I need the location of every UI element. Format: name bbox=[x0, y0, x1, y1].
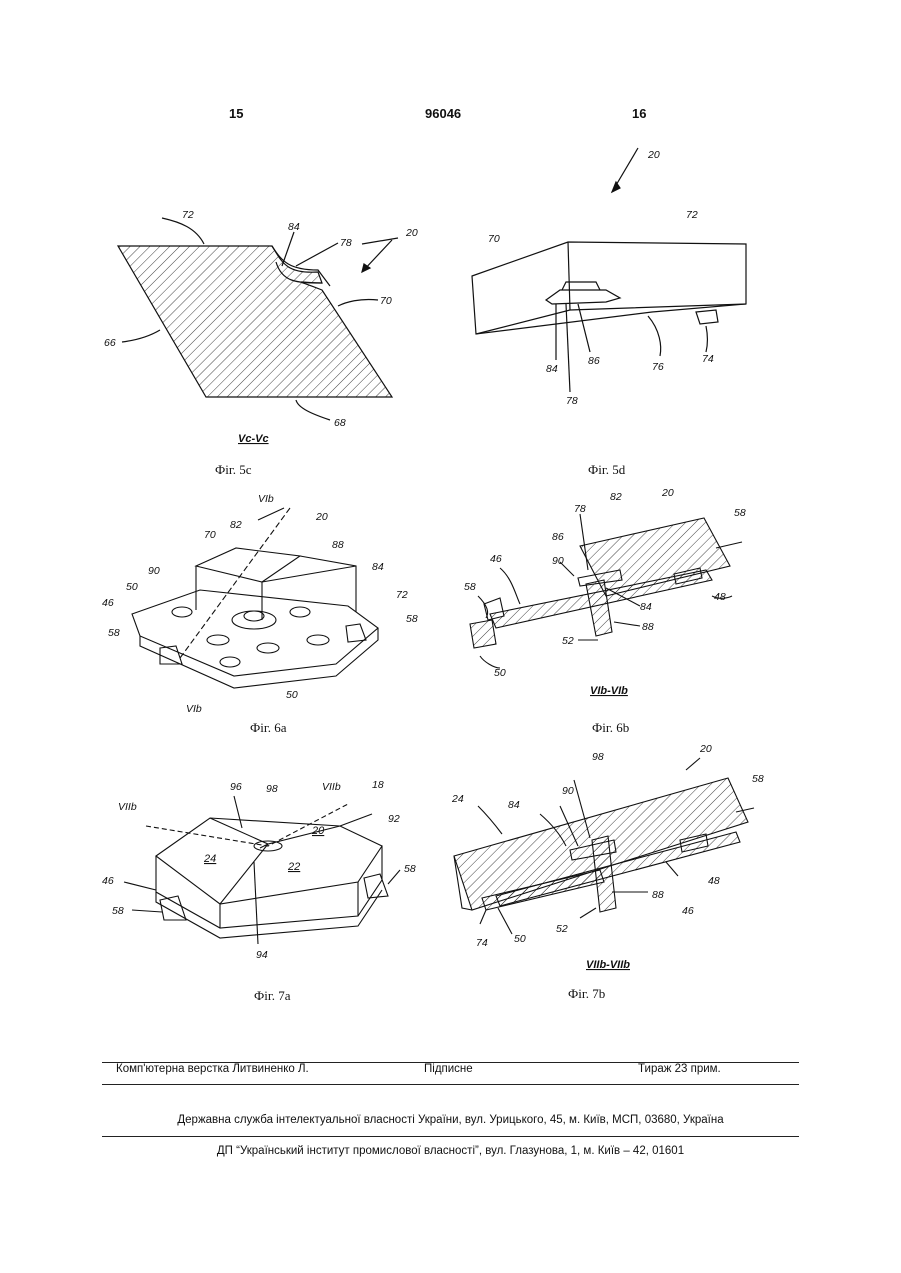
fig7b-label-24: 24 bbox=[451, 793, 464, 805]
fig7b-label-90: 90 bbox=[562, 785, 574, 797]
fig7b-label-88: 88 bbox=[652, 889, 664, 901]
fig6b-label-90: 90 bbox=[552, 555, 564, 567]
fig7b-label-50: 50 bbox=[514, 933, 526, 945]
footer-signed: Підписне bbox=[424, 1063, 473, 1075]
fig5c-label-72: 72 bbox=[182, 209, 194, 221]
fig6b-label-78: 78 bbox=[574, 503, 586, 515]
fig7a-label-92: 92 bbox=[388, 813, 400, 825]
fig-7b-drawing bbox=[454, 758, 754, 934]
fig7a-label-96: 96 bbox=[230, 781, 242, 793]
fig6b-label-88: 88 bbox=[642, 621, 654, 633]
fig5d-label-78: 78 bbox=[566, 395, 578, 407]
fig6a-label-50-top: 50 bbox=[126, 581, 138, 593]
footer-rule-bottom bbox=[102, 1136, 799, 1137]
fig5d-label-74: 74 bbox=[702, 353, 714, 365]
fig-6b-drawing bbox=[470, 514, 742, 668]
footer-layout-credit: Комп'ютерна верстка Литвиненко Л. bbox=[116, 1063, 309, 1075]
fig-7b-caption: Фіг. 7b bbox=[568, 986, 605, 1002]
fig7b-label-20: 20 bbox=[699, 743, 712, 755]
fig6b-section-label: VIb-VIb bbox=[590, 685, 628, 697]
fig6b-label-82: 82 bbox=[610, 491, 622, 503]
fig7b-label-98: 98 bbox=[592, 751, 604, 763]
fig5c-label-78: 78 bbox=[340, 237, 352, 249]
fig-6a-caption: Фіг. 6a bbox=[250, 720, 287, 736]
fig6b-label-46: 46 bbox=[490, 553, 502, 565]
footer-rule-middle bbox=[102, 1084, 799, 1085]
footer-circulation: Тираж 23 прим. bbox=[638, 1063, 721, 1075]
fig7a-label-58-right: 58 bbox=[404, 863, 416, 875]
fig6a-label-vib-top: VIb bbox=[258, 493, 274, 505]
fig5d-label-86: 86 bbox=[588, 355, 600, 367]
fig7b-section-label: VIIb-VIIb bbox=[586, 959, 630, 971]
fig5c-label-68: 68 bbox=[334, 417, 346, 429]
fig7a-label-viib-right: VIIb bbox=[322, 781, 341, 793]
fig6a-label-84: 84 bbox=[372, 561, 384, 573]
fig7a-label-98: 98 bbox=[266, 783, 278, 795]
fig6b-label-50: 50 bbox=[494, 667, 506, 679]
fig-5c-drawing bbox=[118, 218, 398, 420]
fig6b-label-52: 52 bbox=[562, 635, 574, 647]
fig6a-label-50-bottom: 50 bbox=[286, 689, 298, 701]
fig6a-label-90: 90 bbox=[148, 565, 160, 577]
fig6a-label-82: 82 bbox=[230, 519, 242, 531]
fig7a-label-22: 22 bbox=[287, 861, 300, 873]
fig6b-label-86: 86 bbox=[552, 531, 564, 543]
fig6a-label-70: 70 bbox=[204, 529, 216, 541]
fig5d-label-20: 20 bbox=[647, 149, 660, 161]
fig5d-label-84: 84 bbox=[546, 363, 558, 375]
fig5c-label-66: 66 bbox=[104, 337, 116, 349]
fig7b-label-52: 52 bbox=[556, 923, 568, 935]
footer-institute-address: ДП “Український інститут промислової вла… bbox=[0, 1145, 901, 1157]
fig6a-label-20: 20 bbox=[315, 511, 328, 523]
fig7b-label-74: 74 bbox=[476, 937, 488, 949]
fig6a-label-46: 46 bbox=[102, 597, 114, 609]
fig5c-section-label: Vc-Vc bbox=[238, 433, 269, 445]
fig7b-label-84: 84 bbox=[508, 799, 520, 811]
fig6b-label-84: 84 bbox=[640, 601, 652, 613]
fig-6a-drawing bbox=[132, 508, 378, 688]
fig5d-label-76: 76 bbox=[652, 361, 664, 373]
fig7b-label-58: 58 bbox=[752, 773, 764, 785]
fig-5c-caption: Фіг. 5c bbox=[215, 462, 252, 478]
fig7a-label-viib-left: VIIb bbox=[118, 801, 137, 813]
fig6b-label-58-right: 58 bbox=[734, 507, 746, 519]
fig6b-label-58-left: 58 bbox=[464, 581, 476, 593]
fig6a-label-vib-bottom: VIb bbox=[186, 703, 202, 715]
fig7a-label-58-left: 58 bbox=[112, 905, 124, 917]
fig6a-label-72: 72 bbox=[396, 589, 408, 601]
fig-7a-drawing bbox=[124, 796, 400, 944]
fig7a-label-18: 18 bbox=[372, 779, 384, 791]
fig5d-label-72: 72 bbox=[686, 209, 698, 221]
fig5c-label-20: 20 bbox=[405, 227, 418, 239]
fig6a-label-58-right: 58 bbox=[406, 613, 418, 625]
fig6a-label-58-left: 58 bbox=[108, 627, 120, 639]
fig-6b-caption: Фіг. 6b bbox=[592, 720, 629, 736]
fig7b-label-46: 46 bbox=[682, 905, 694, 917]
fig7a-label-20: 20 bbox=[311, 825, 325, 837]
fig6b-label-20: 20 bbox=[661, 487, 674, 499]
footer-office-address: Державна служба інтелектуальної власност… bbox=[0, 1114, 901, 1126]
fig7a-label-24: 24 bbox=[203, 853, 216, 865]
fig7a-label-94: 94 bbox=[256, 949, 268, 961]
fig6a-label-88: 88 bbox=[332, 539, 344, 551]
fig7a-label-46: 46 bbox=[102, 875, 114, 887]
fig-5d-caption: Фіг. 5d bbox=[588, 462, 625, 478]
fig5c-label-70: 70 bbox=[380, 295, 392, 307]
fig5c-label-84: 84 bbox=[288, 221, 300, 233]
fig7b-label-48: 48 bbox=[708, 875, 720, 887]
fig-7a-caption: Фіг. 7a bbox=[254, 988, 291, 1004]
fig6b-label-48: 48 bbox=[714, 591, 726, 603]
fig5d-label-70: 70 bbox=[488, 233, 500, 245]
